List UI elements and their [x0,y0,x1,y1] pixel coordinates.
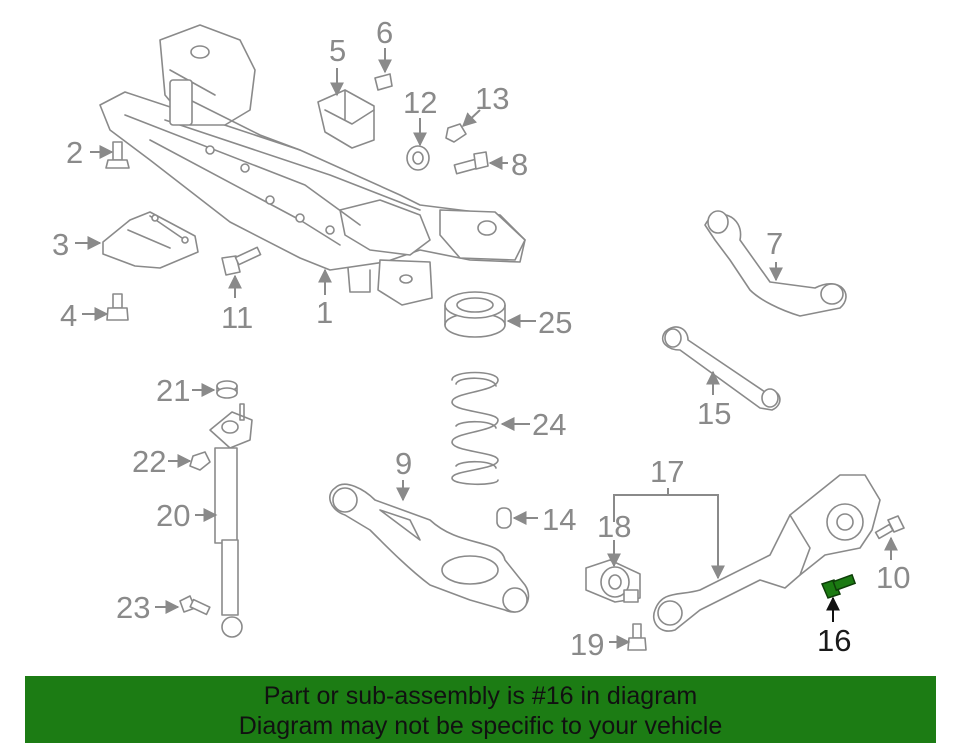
callout-9: 9 [395,446,412,481]
callout-8: 8 [511,147,528,182]
washer-part-21 [216,380,238,399]
bracket-part-3 [102,211,199,269]
coil-spring-part-24 [451,371,499,486]
callout-1: 1 [316,295,333,330]
callout-6: 6 [376,15,393,50]
lower-arm-part-9 [329,483,530,613]
callout-3: 3 [52,227,69,262]
bushing-part-12 [406,145,430,171]
callout-7: 7 [766,226,783,261]
bolt-part-11 [221,246,262,276]
callout-4: 4 [60,298,77,333]
shock-absorber-part-20 [209,403,253,638]
upper-arm-part-7 [704,210,847,317]
callout-23: 23 [116,590,150,625]
callout-5: 5 [329,33,346,68]
bolt-part-23 [179,595,211,616]
callout-21: 21 [156,373,190,408]
module-part-5 [317,89,375,149]
lateral-link-part-15 [661,326,781,411]
callout-20: 20 [156,498,190,533]
callout-14: 14 [542,502,576,537]
callout-19: 19 [570,627,604,662]
callout-11: 11 [221,300,253,335]
bolt-part-19 [627,623,647,651]
banner-line-1: Part or sub-assembly is #16 in diagram [263,682,698,710]
callout-numbers: 1 2 3 4 5 6 7 8 9 10 11 12 13 14 15 16 1… [52,15,910,662]
spring-seat-part-25 [444,291,506,338]
callout-24: 24 [532,407,566,442]
callout-16: 16 [817,623,851,658]
callout-10: 10 [876,560,910,595]
callout-22: 22 [132,444,166,479]
info-banner: Part or sub-assembly is #16 in diagram D… [25,676,936,743]
bolt-part-4 [106,293,129,321]
callout-13: 13 [475,81,509,116]
callout-15: 15 [697,396,731,431]
bolt-part-10 [874,515,905,540]
bolt-part-16-highlighted[interactable] [820,573,857,599]
nut-part-6 [374,73,393,91]
bolt-part-2 [105,141,130,169]
callout-18: 18 [597,509,631,544]
callout-17: 17 [650,454,684,489]
trailing-arm-part-17 [653,474,881,632]
bushing-part-18 [585,559,641,603]
callout-2: 2 [66,135,83,170]
crossmember-subframe [99,24,526,306]
nut-part-13 [445,123,467,143]
banner-line-2: Diagram may not be specific to your vehi… [238,712,723,740]
nut-part-22 [189,451,211,471]
bump-stop-part-14 [496,507,512,529]
callout-12: 12 [403,85,437,120]
callout-25: 25 [538,305,572,340]
bolt-part-8 [453,151,489,175]
leader-lines [75,48,898,649]
